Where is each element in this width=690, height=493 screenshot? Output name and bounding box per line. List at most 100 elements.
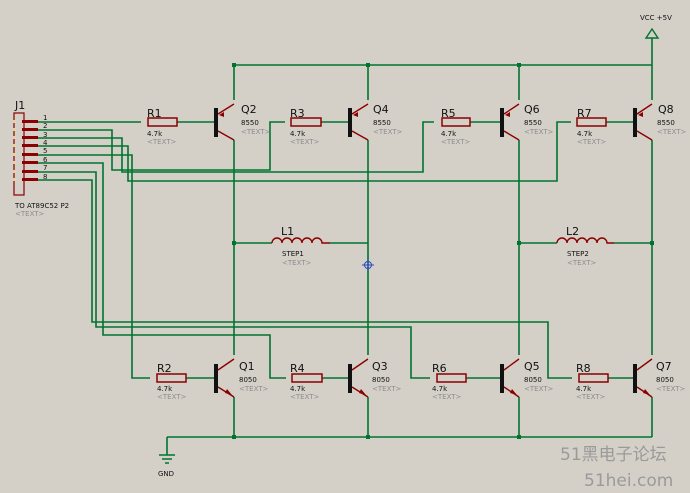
pin-8: 8 (43, 173, 47, 181)
gnd-rail (166, 436, 652, 455)
svg-text:R5: R5 (441, 107, 456, 120)
svg-text:<TEXT>: <TEXT> (577, 138, 607, 146)
svg-text:L1: L1 (281, 225, 294, 238)
transistor-q8[interactable]: Q8 8550 <TEXT> (633, 103, 687, 141)
wires (38, 38, 653, 455)
svg-text:Q3: Q3 (372, 360, 388, 373)
svg-text:Q7: Q7 (656, 360, 672, 373)
j1-text: <TEXT> (15, 210, 45, 218)
resistor-r5[interactable]: R5 4.7k <TEXT> (441, 107, 471, 146)
j1-ref: J1 (14, 99, 25, 112)
transistor-q6[interactable]: Q6 8550 <TEXT> (500, 103, 554, 141)
svg-text:R1: R1 (147, 107, 162, 120)
pin-7: 7 (43, 164, 47, 172)
svg-text:Q8: Q8 (658, 103, 674, 116)
junctions (232, 63, 654, 439)
gnd-label: GND (158, 470, 174, 478)
svg-text:<TEXT>: <TEXT> (282, 259, 312, 267)
svg-text:Q1: Q1 (239, 360, 255, 373)
transistor-q1[interactable]: Q1 8050 <TEXT> (214, 358, 269, 398)
transistor-q2[interactable]: Q2 8550 <TEXT> (214, 103, 271, 141)
gnd-symbol: GND (158, 454, 175, 478)
svg-text:STEP1: STEP1 (282, 250, 304, 258)
resistor-r8[interactable]: R8 4.7k <TEXT> (576, 362, 609, 401)
svg-text:4.7k: 4.7k (290, 130, 306, 138)
resistor-r1[interactable]: R1 4.7k <TEXT> (147, 107, 178, 146)
probe-marker[interactable] (362, 259, 374, 271)
svg-text:R7: R7 (577, 107, 592, 120)
watermark-line1: 51黑电子论坛 (560, 445, 667, 465)
svg-text:<TEXT>: <TEXT> (372, 385, 402, 393)
vcc-rail (234, 38, 653, 66)
svg-text:R4: R4 (290, 362, 305, 375)
svg-text:<TEXT>: <TEXT> (373, 128, 403, 136)
svg-text:<TEXT>: <TEXT> (147, 138, 177, 146)
connector-j1[interactable]: J1 1 2 3 4 5 6 7 8 (13, 99, 69, 218)
svg-text:<TEXT>: <TEXT> (567, 259, 597, 267)
transistor-q3[interactable]: Q3 8050 <TEXT> (348, 358, 402, 398)
svg-text:8050: 8050 (239, 376, 257, 384)
svg-text:R3: R3 (290, 107, 305, 120)
svg-text:<TEXT>: <TEXT> (241, 128, 271, 136)
svg-text:<TEXT>: <TEXT> (290, 138, 320, 146)
svg-text:8050: 8050 (372, 376, 390, 384)
svg-text:<TEXT>: <TEXT> (432, 393, 462, 401)
resistor-r4[interactable]: R4 4.7k <TEXT> (290, 362, 323, 401)
svg-text:Q4: Q4 (373, 103, 389, 116)
pin-3: 3 (43, 131, 47, 139)
svg-text:8550: 8550 (241, 119, 259, 127)
svg-text:<TEXT>: <TEXT> (441, 138, 471, 146)
pin-4: 4 (43, 139, 48, 147)
svg-text:4.7k: 4.7k (576, 385, 592, 393)
svg-text:8550: 8550 (373, 119, 391, 127)
transistor-q4[interactable]: Q4 8550 <TEXT> (348, 103, 403, 141)
svg-text:<TEXT>: <TEXT> (157, 393, 187, 401)
svg-text:Q6: Q6 (524, 103, 540, 116)
resistor-r6[interactable]: R6 4.7k <TEXT> (432, 362, 467, 401)
watermark-line2: 51hei.com (584, 471, 673, 491)
svg-text:<TEXT>: <TEXT> (656, 385, 686, 393)
svg-text:4.7k: 4.7k (441, 130, 457, 138)
vcc-symbol: VCC +5V (640, 14, 672, 39)
svg-text:Q2: Q2 (241, 103, 257, 116)
pin-1: 1 (43, 114, 47, 122)
svg-text:<TEXT>: <TEXT> (524, 385, 554, 393)
pin-numbers: 1 2 3 4 5 6 7 8 (43, 114, 48, 181)
inductor-l1[interactable]: L1 STEP1 <TEXT> (271, 225, 330, 267)
pin-5: 5 (43, 147, 47, 155)
svg-text:<TEXT>: <TEXT> (657, 128, 687, 136)
svg-text:<TEXT>: <TEXT> (524, 128, 554, 136)
inductor-l2[interactable]: L2 STEP2 <TEXT> (556, 225, 614, 267)
j1-value: TO AT89C52 P2 (14, 202, 69, 210)
vcc-label: VCC +5V (640, 14, 672, 22)
svg-text:L2: L2 (566, 225, 579, 238)
svg-text:<TEXT>: <TEXT> (576, 393, 606, 401)
pin-6: 6 (43, 156, 48, 164)
svg-text:<TEXT>: <TEXT> (290, 393, 320, 401)
svg-text:R8: R8 (576, 362, 591, 375)
svg-text:4.7k: 4.7k (290, 385, 306, 393)
svg-text:8550: 8550 (657, 119, 675, 127)
resistor-r2[interactable]: R2 4.7k <TEXT> (156, 362, 187, 401)
connector-pins (13, 120, 38, 181)
svg-text:Q5: Q5 (524, 360, 540, 373)
svg-text:8050: 8050 (524, 376, 542, 384)
resistor-r3[interactable]: R3 4.7k <TEXT> (290, 107, 322, 146)
svg-text:R2: R2 (157, 362, 172, 375)
svg-text:8550: 8550 (524, 119, 542, 127)
svg-text:4.7k: 4.7k (157, 385, 173, 393)
transistor-q5[interactable]: Q5 8050 <TEXT> (500, 358, 554, 398)
watermark: 51黑电子论坛 51hei.com (560, 445, 673, 491)
svg-text:4.7k: 4.7k (147, 130, 163, 138)
transistor-q7[interactable]: Q7 8050 <TEXT> (633, 358, 686, 398)
pin-2: 2 (43, 122, 47, 130)
svg-text:4.7k: 4.7k (577, 130, 593, 138)
svg-text:8050: 8050 (656, 376, 674, 384)
svg-text:4.7k: 4.7k (432, 385, 448, 393)
svg-text:STEP2: STEP2 (567, 250, 589, 258)
svg-text:<TEXT>: <TEXT> (239, 385, 269, 393)
resistor-r7[interactable]: R7 4.7k <TEXT> (576, 107, 607, 146)
svg-text:R6: R6 (432, 362, 447, 375)
